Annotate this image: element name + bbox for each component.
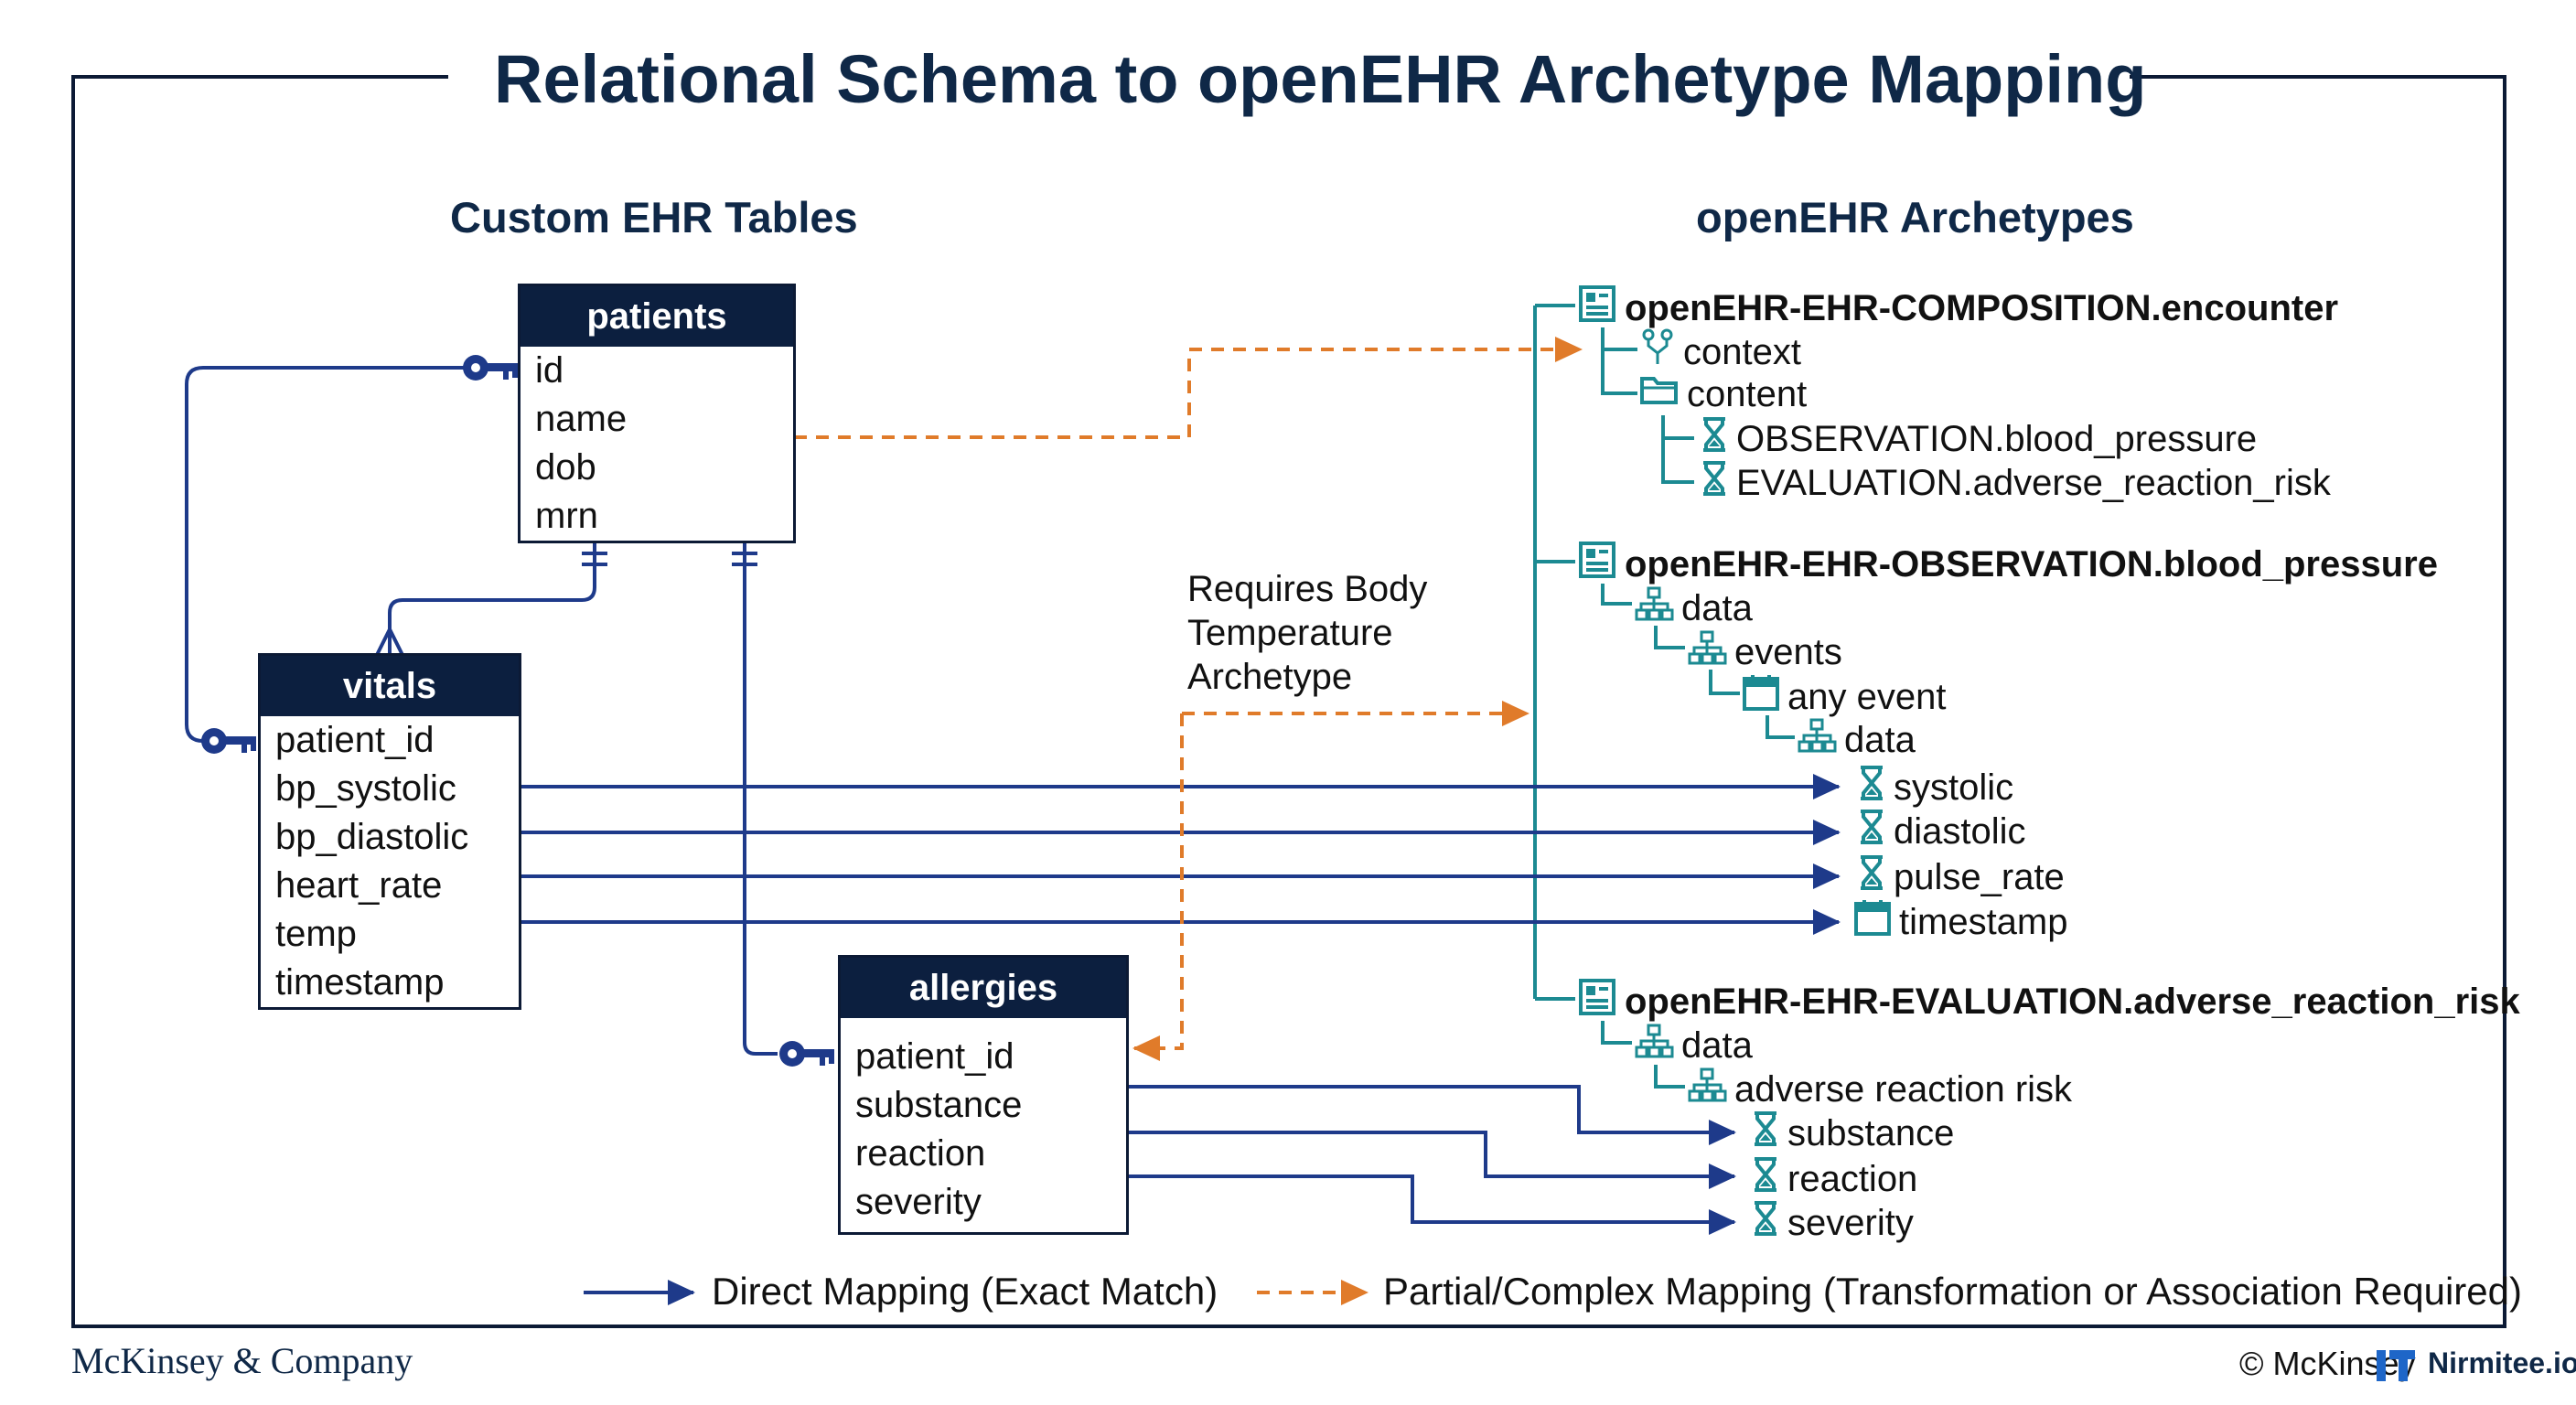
- tree-node-severity: severity: [1751, 1200, 1914, 1246]
- tree-node-data: data: [1634, 585, 1753, 631]
- hierarchy-icon: [1634, 585, 1674, 631]
- key-icon: [201, 728, 256, 754]
- tree-node-observation-bp: OBSERVATION.blood_pressure: [1700, 416, 2257, 462]
- page-title: Relational Schema to openEHR Archetype M…: [494, 41, 2147, 117]
- archetype-evaluation-adverse-reaction-risk: openEHR-EHR-EVALUATION.adverse_reaction_…: [1577, 977, 2520, 1026]
- footer-left-brand: McKinsey & Company: [71, 1340, 413, 1381]
- right-heading: openEHR Archetypes: [1696, 193, 2134, 241]
- hourglass-icon: [1751, 1156, 1780, 1202]
- hourglass-icon: [1857, 765, 1886, 810]
- partial-mapping-arrows: [794, 337, 1583, 1061]
- table-field: substance: [855, 1085, 1023, 1125]
- tree-node-data: data: [1797, 717, 1916, 763]
- left-heading: Custom EHR Tables: [450, 193, 858, 241]
- tree-node-pulse-rate: pulse_rate: [1857, 854, 2065, 900]
- document-icon: [1577, 977, 1617, 1026]
- archetype-observation-blood-pressure: openEHR-EHR-OBSERVATION.blood_pressure: [1577, 540, 2438, 589]
- tree-node-any-event: any event: [1742, 673, 1946, 721]
- calendar-icon: [1853, 898, 1892, 946]
- hourglass-icon: [1700, 416, 1729, 462]
- table-field: patient_id: [275, 720, 435, 760]
- tree-node-timestamp: timestamp: [1853, 898, 2068, 946]
- tree-node-context: context: [1639, 327, 1801, 377]
- table-field: bp_systolic: [275, 768, 456, 809]
- table-field: severity: [855, 1182, 982, 1222]
- tree-node-evaluation-arr: EVALUATION.adverse_reaction_risk: [1700, 460, 2331, 506]
- table-vitals: vitals patient_id bp_systolic bp_diastol…: [258, 653, 521, 1010]
- hourglass-icon: [1700, 460, 1729, 506]
- table-field: id: [535, 350, 564, 391]
- table-allergies: allergies patient_id substance reaction …: [838, 955, 1129, 1235]
- hourglass-icon: [1751, 1200, 1780, 1246]
- relationship-lines: [185, 366, 778, 1056]
- tree-node-reaction: reaction: [1751, 1156, 1917, 1202]
- document-icon: [1577, 284, 1617, 333]
- hourglass-icon: [1751, 1110, 1780, 1156]
- hierarchy-icon: [1687, 1067, 1727, 1112]
- tree-node-adverse-reaction-risk: adverse reaction risk: [1687, 1067, 2072, 1112]
- table-field: timestamp: [275, 962, 445, 1003]
- branch-icon: [1639, 327, 1676, 377]
- table-field: patient_id: [855, 1036, 1014, 1077]
- table-field: reaction: [855, 1133, 986, 1174]
- table-header: patients: [521, 286, 793, 347]
- table-field: temp: [275, 914, 357, 954]
- tree-node-data: data: [1634, 1023, 1753, 1068]
- key-icon: [779, 1041, 834, 1067]
- frame-border: [71, 75, 2506, 1328]
- table-field: name: [535, 399, 628, 439]
- calendar-icon: [1742, 673, 1780, 721]
- legend-direct-label: Direct Mapping (Exact Match): [712, 1270, 1218, 1313]
- document-icon: [1577, 540, 1617, 589]
- tree-node-systolic: systolic: [1857, 765, 2013, 810]
- footer-right-brand: Nirmitee.io: [2428, 1346, 2576, 1379]
- tree-node-events: events: [1687, 629, 1842, 675]
- hierarchy-icon: [1634, 1023, 1674, 1068]
- table-field: heart_rate: [275, 865, 443, 906]
- table-field: mrn: [535, 496, 598, 536]
- tree-node-substance: substance: [1751, 1110, 1954, 1156]
- table-header: allergies: [841, 958, 1126, 1018]
- key-icon: [463, 355, 518, 381]
- nirmitee-logo-icon: [2375, 1345, 2417, 1385]
- hourglass-icon: [1857, 854, 1886, 900]
- note-body-temperature: Requires Body Temperature Archetype: [1187, 569, 1428, 697]
- hierarchy-icon: [1797, 717, 1837, 763]
- folder-icon: [1639, 371, 1680, 417]
- table-header: vitals: [261, 656, 519, 716]
- footer-copyright: © McKinsey: [2239, 1345, 2416, 1382]
- tree-node-content: content: [1639, 371, 1807, 417]
- hourglass-icon: [1857, 809, 1886, 854]
- archetype-composition-encounter: openEHR-EHR-COMPOSITION.encounter: [1577, 284, 2338, 333]
- table-field: bp_diastolic: [275, 817, 469, 857]
- table-field: dob: [535, 447, 596, 488]
- direct-mapping-arrows: [520, 774, 1841, 1235]
- archetype-tree-lines: [1533, 304, 1795, 1089]
- tree-node-diastolic: diastolic: [1857, 809, 2026, 854]
- hierarchy-icon: [1687, 629, 1727, 675]
- legend-partial-label: Partial/Complex Mapping (Transformation …: [1383, 1270, 2522, 1313]
- table-patients: patients id name dob mrn: [518, 284, 796, 543]
